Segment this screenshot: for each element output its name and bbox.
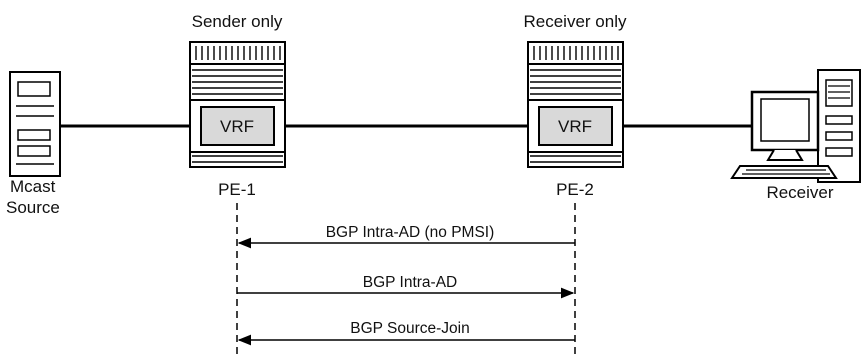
- router-icon: [527, 41, 624, 168]
- pe2-label: PE-2: [556, 180, 594, 199]
- message-label: BGP Source-Join: [350, 320, 469, 337]
- message-label: BGP Intra-AD (no PMSI): [326, 224, 495, 241]
- workstation-icon: [730, 69, 861, 183]
- message-label: BGP Intra-AD: [363, 274, 457, 291]
- pe1-role-label: Sender only: [192, 12, 283, 31]
- router-icon: [189, 41, 286, 168]
- pe2-vrf-label: VRF: [558, 117, 592, 136]
- pe1-label: PE-1: [218, 180, 256, 199]
- source-label-line2: Source: [6, 198, 60, 217]
- pe2-vrf-box: [538, 106, 613, 146]
- source-label-line1: Mcast: [10, 177, 56, 196]
- receiver-label: Receiver: [766, 183, 833, 202]
- pe2-role-label: Receiver only: [524, 12, 627, 31]
- pe1-vrf-box: [200, 106, 275, 146]
- pe1-vrf-label: VRF: [220, 117, 254, 136]
- server-icon: [9, 71, 61, 177]
